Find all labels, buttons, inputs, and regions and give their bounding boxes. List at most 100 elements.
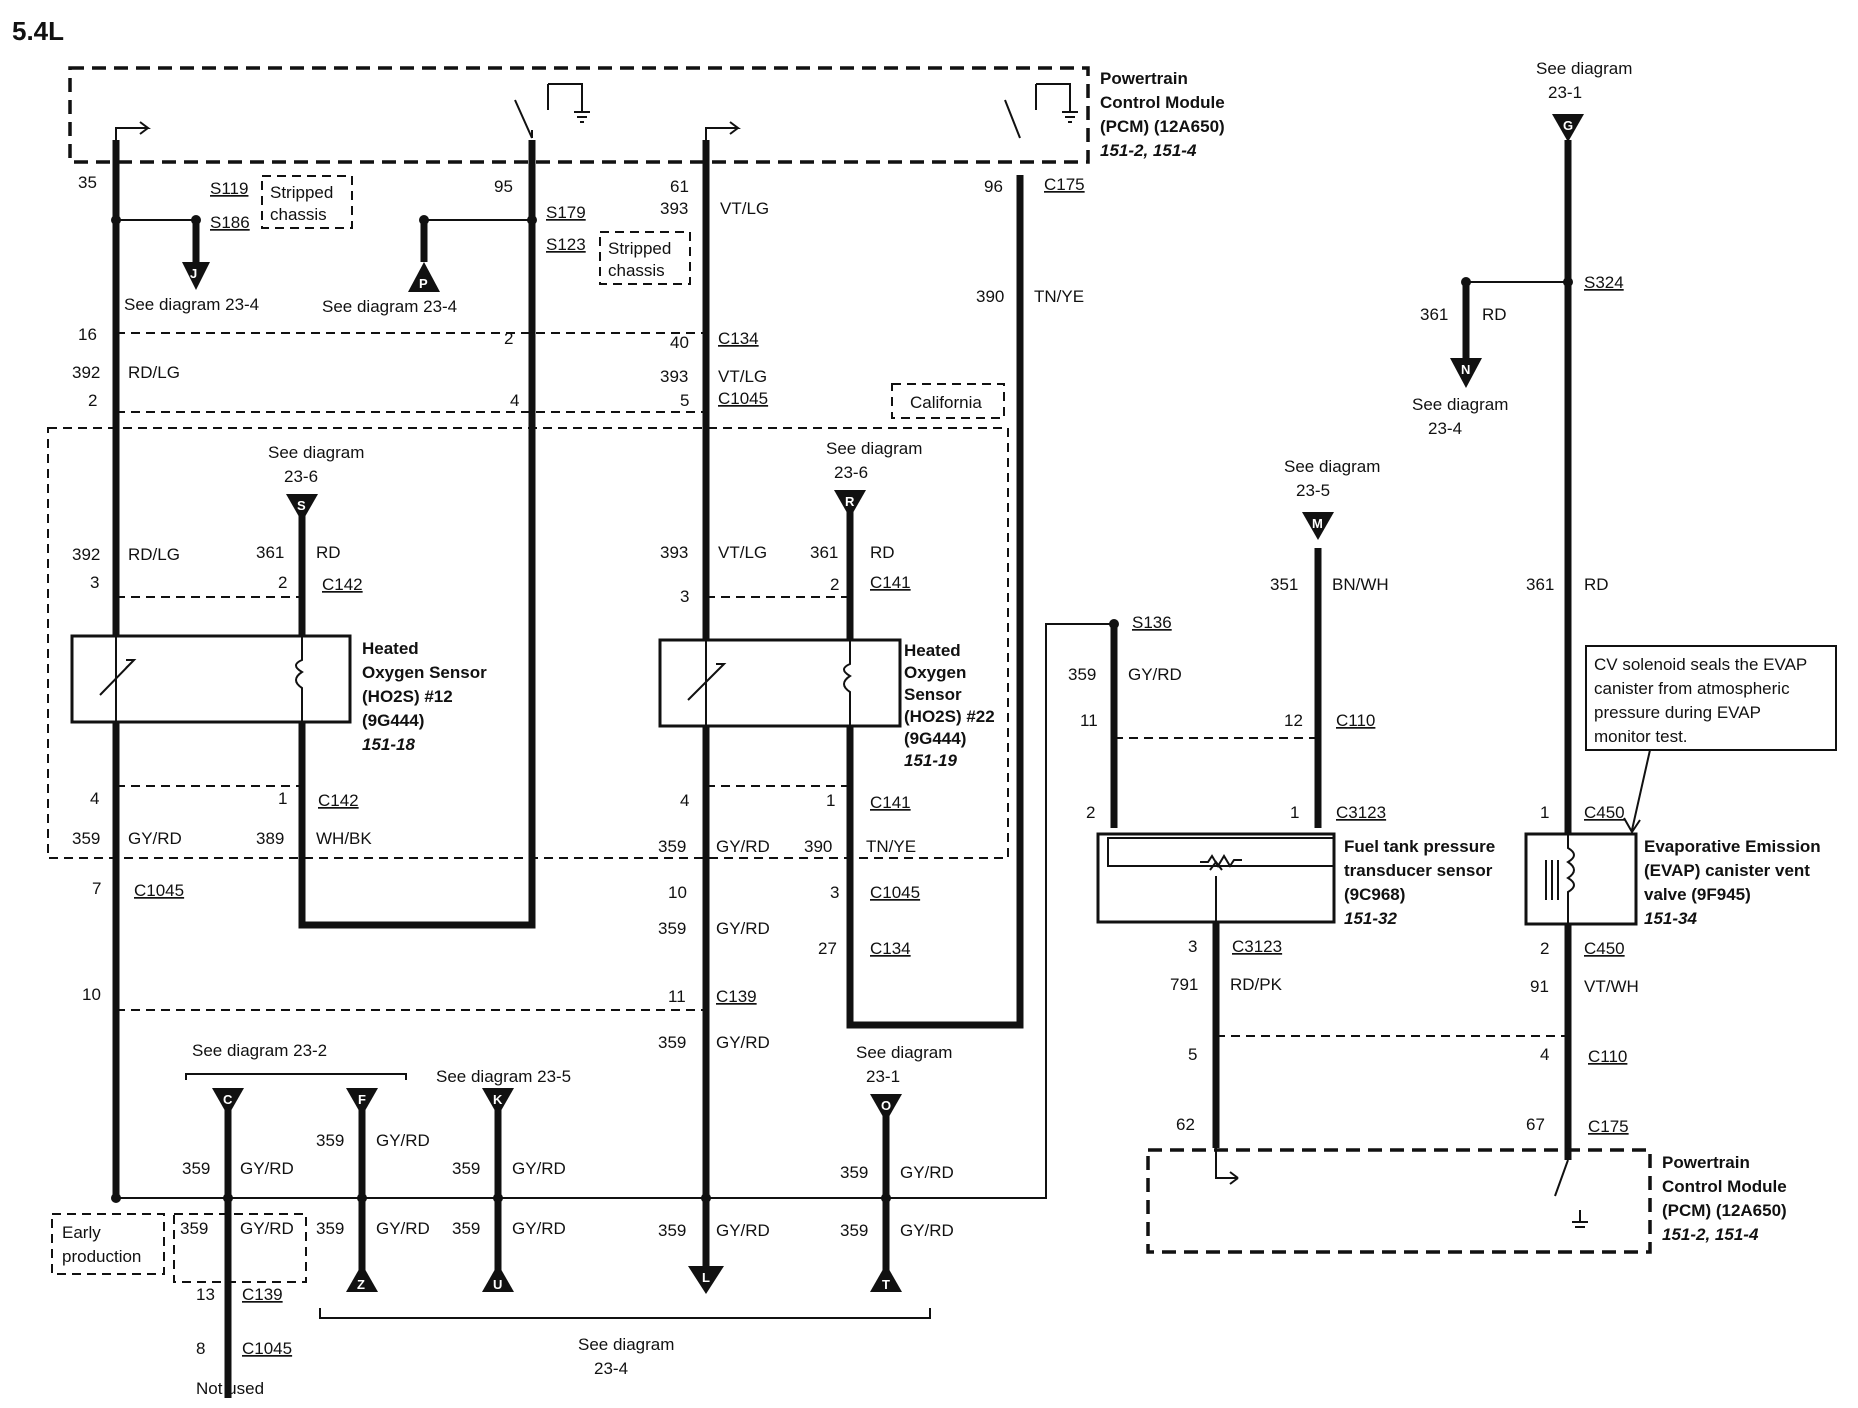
connector-names: S119 S186 S179 S123 C175 C134 C1045 C142… — [134, 175, 1629, 1358]
svg-text:4: 4 — [90, 789, 99, 808]
svg-text:RD: RD — [870, 543, 895, 562]
svg-text:C142: C142 — [322, 575, 363, 594]
ref-arrow-s — [286, 494, 318, 522]
svg-text:1: 1 — [278, 789, 287, 808]
ref-arrow-z — [346, 1264, 378, 1292]
svg-text:VT/LG: VT/LG — [718, 543, 767, 562]
svg-text:23-1: 23-1 — [866, 1067, 900, 1086]
svg-text:23-4: 23-4 — [594, 1359, 628, 1378]
svg-text:(PCM) (12A650): (PCM) (12A650) — [1662, 1201, 1787, 1220]
svg-text:C142: C142 — [318, 791, 359, 810]
svg-text:C450: C450 — [1584, 939, 1625, 958]
svg-text:S186: S186 — [210, 213, 250, 232]
svg-text:359: 359 — [658, 919, 686, 938]
svg-text:C141: C141 — [870, 573, 911, 592]
ref-arrow-k — [482, 1088, 514, 1116]
pcm-top-module: Powertrain Control Module (PCM) (12A650)… — [68, 66, 1225, 164]
svg-text:production: production — [62, 1247, 141, 1266]
svg-text:C1045: C1045 — [718, 389, 768, 408]
svg-text:10: 10 — [668, 883, 687, 902]
svg-text:62: 62 — [1176, 1115, 1195, 1134]
svg-text:S: S — [297, 498, 306, 513]
svg-text:RD: RD — [1584, 575, 1609, 594]
svg-text:C139: C139 — [242, 1285, 283, 1304]
ref-arrow-o — [870, 1094, 902, 1122]
svg-text:11: 11 — [668, 987, 686, 1006]
svg-text:VT/LG: VT/LG — [720, 199, 769, 218]
svg-text:California: California — [910, 393, 982, 412]
svg-text:GY/RD: GY/RD — [716, 837, 770, 856]
svg-text:359: 359 — [840, 1163, 868, 1182]
svg-text:791: 791 — [1170, 975, 1198, 994]
svg-text:(9C968): (9C968) — [1344, 885, 1405, 904]
thin-connections — [116, 219, 1588, 1228]
svg-text:Stripped: Stripped — [608, 239, 671, 258]
svg-text:K: K — [493, 1092, 503, 1107]
svg-text:CV solenoid seals the EVAP: CV solenoid seals the EVAP — [1594, 655, 1807, 674]
svg-text:96: 96 — [984, 177, 1003, 196]
svg-text:361: 361 — [810, 543, 838, 562]
svg-text:Oxygen Sensor: Oxygen Sensor — [362, 663, 487, 682]
svg-text:M: M — [1312, 516, 1323, 531]
svg-text:10: 10 — [82, 985, 101, 1004]
evap-vent-valve: Evaporative Emission (EVAP) canister ven… — [1524, 832, 1821, 928]
svg-text:359: 359 — [182, 1159, 210, 1178]
svg-text:C3123: C3123 — [1232, 937, 1282, 956]
svg-text:151-18: 151-18 — [362, 735, 415, 754]
svg-text:4: 4 — [1540, 1045, 1549, 1064]
svg-text:35: 35 — [78, 173, 97, 192]
svg-text:RD: RD — [1482, 305, 1507, 324]
see-diagram-labels: See diagram 23-4 See diagram 23-4 See di… — [124, 59, 1632, 1398]
svg-text:monitor test.: monitor test. — [1594, 727, 1688, 746]
svg-text:C1045: C1045 — [870, 883, 920, 902]
svg-text:GY/RD: GY/RD — [716, 919, 770, 938]
svg-text:359: 359 — [658, 837, 686, 856]
svg-text:361: 361 — [256, 543, 284, 562]
svg-text:390: 390 — [804, 837, 832, 856]
svg-text:C139: C139 — [716, 987, 757, 1006]
svg-text:TN/YE: TN/YE — [1034, 287, 1084, 306]
svg-text:See diagram: See diagram — [826, 439, 922, 458]
svg-text:16: 16 — [78, 325, 97, 344]
svg-text:23-4: 23-4 — [1428, 419, 1462, 438]
svg-text:valve (9F945): valve (9F945) — [1644, 885, 1751, 904]
svg-text:N: N — [1461, 362, 1470, 377]
svg-text:GY/RD: GY/RD — [128, 829, 182, 848]
svg-text:See diagram: See diagram — [268, 443, 364, 462]
svg-text:(9G444): (9G444) — [904, 729, 966, 748]
pcm-bottom-module: Powertrain Control Module (PCM) (12A650)… — [1146, 1148, 1787, 1254]
svg-text:359: 359 — [1068, 665, 1096, 684]
svg-text:See diagram: See diagram — [1284, 457, 1380, 476]
svg-text:pressure during EVAP: pressure during EVAP — [1594, 703, 1761, 722]
svg-text:Evaporative Emission: Evaporative Emission — [1644, 837, 1821, 856]
svg-text:67: 67 — [1526, 1115, 1545, 1134]
ref-arrow-l — [688, 1266, 724, 1294]
wires — [112, 140, 1572, 1398]
ref-arrow-t — [870, 1264, 902, 1292]
svg-text:WH/BK: WH/BK — [316, 829, 372, 848]
svg-text:7: 7 — [92, 879, 101, 898]
svg-text:23-1: 23-1 — [1548, 83, 1582, 102]
svg-text:5: 5 — [1188, 1045, 1197, 1064]
svg-text:RD/LG: RD/LG — [128, 363, 180, 382]
svg-text:C141: C141 — [870, 793, 911, 812]
svg-text:1: 1 — [826, 791, 835, 810]
svg-text:L: L — [702, 1270, 710, 1285]
svg-text:2: 2 — [88, 391, 97, 410]
svg-text:Oxygen: Oxygen — [904, 663, 966, 682]
svg-text:393: 393 — [660, 199, 688, 218]
svg-text:canister from atmospheric: canister from atmospheric — [1594, 679, 1790, 698]
svg-text:359: 359 — [452, 1159, 480, 1178]
svg-text:Z: Z — [357, 1277, 365, 1292]
svg-text:C175: C175 — [1044, 175, 1085, 194]
svg-text:Powertrain: Powertrain — [1662, 1153, 1750, 1172]
svg-text:2: 2 — [278, 573, 287, 592]
svg-text:392: 392 — [72, 363, 100, 382]
connector-lines — [47, 332, 1568, 1037]
svg-text:8: 8 — [196, 1339, 205, 1358]
svg-text:See diagram 23-2: See diagram 23-2 — [192, 1041, 327, 1060]
svg-text:C110: C110 — [1336, 711, 1375, 730]
svg-text:U: U — [493, 1277, 502, 1292]
svg-text:Heated: Heated — [904, 641, 961, 660]
